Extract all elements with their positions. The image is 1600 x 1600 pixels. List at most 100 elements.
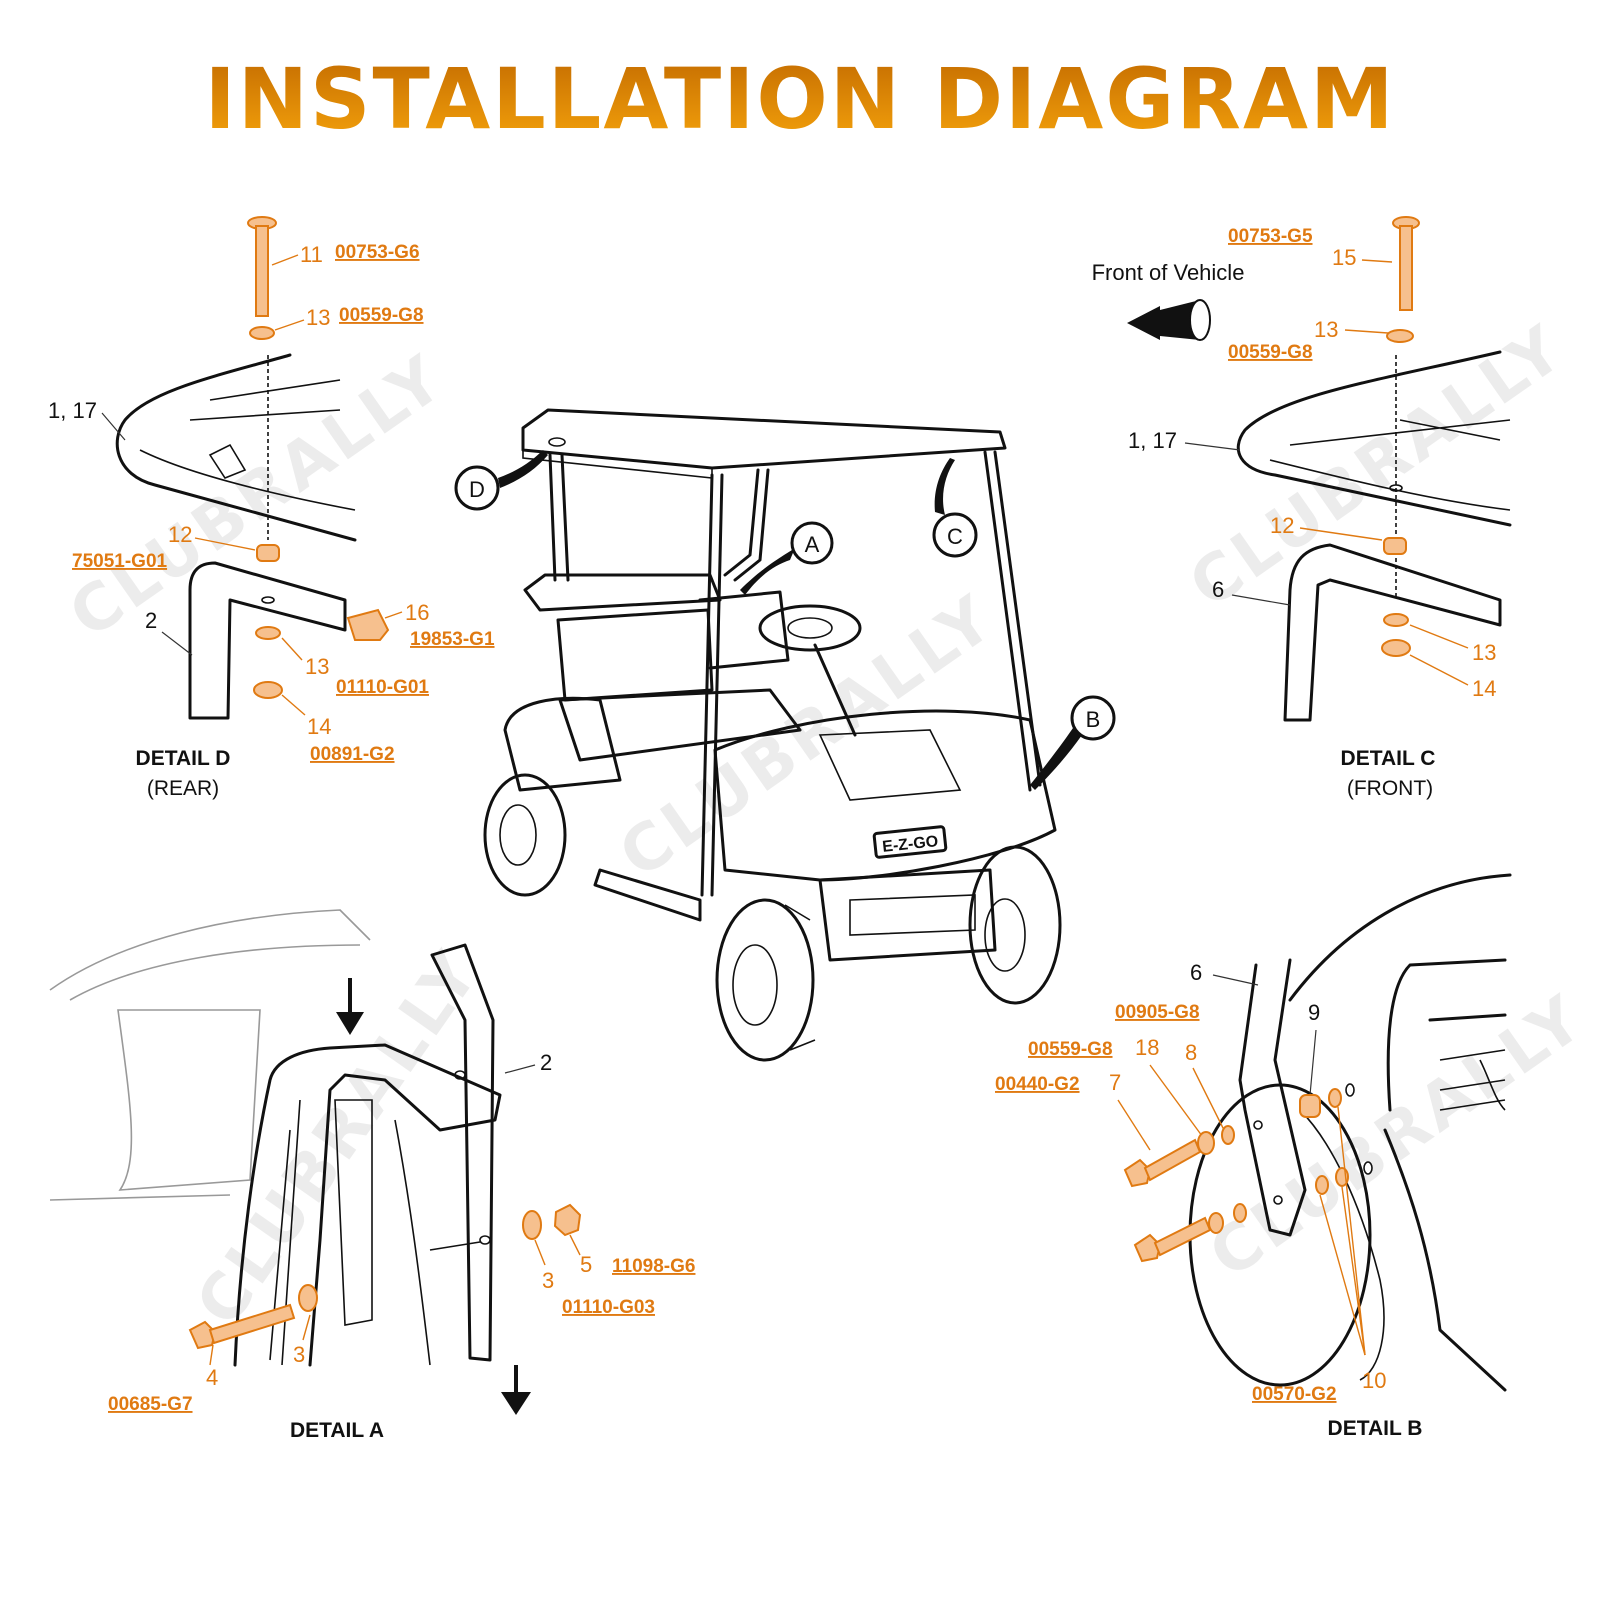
part-number: 11098-G6 [612,1256,695,1277]
detail-b: 6 00905-G8 00559-G8 18 8 00440-G2 7 9 [995,873,1512,1440]
cart-rear-right-strut [723,468,770,582]
ezgo-badge [872,825,948,859]
arrow-down-icon [336,978,364,1035]
part-number: 75051-G01 [72,551,168,572]
cart-front-left-strut [700,473,724,897]
front-arrow-icon [1127,306,1160,340]
svg-text:A: A [805,532,820,557]
svg-text:12: 12 [168,522,192,547]
svg-text:10: 10 [1362,1368,1386,1393]
spacer-label: 9 [1308,1000,1320,1025]
bolt-icon [1392,216,1420,311]
nut-icon [1381,639,1411,657]
washer-icon [1197,1131,1215,1155]
detail-c: 00753-G5 15 13 00559-G8 1, 17 12 6 13 14 [1128,216,1512,800]
watermark-b: CLUBRALLY [1197,981,1599,1293]
lock-washer-icon [1221,1125,1235,1145]
svg-text:16: 16 [405,600,429,625]
steering-wheel [758,604,862,652]
svg-text:13: 13 [1314,317,1338,342]
front-strut [1238,958,1307,1237]
part-number: 00753-G5 [1228,226,1313,247]
arrow-down-icon [501,1365,531,1415]
lock-washer-icon [1233,1203,1247,1223]
front-left-wheel [715,898,815,1062]
front-of-vehicle-indicator: Front of Vehicle [1092,260,1245,341]
svg-text:13: 13 [305,654,329,679]
detail-title: DETAIL D [136,747,231,770]
callout-a: A [740,521,834,595]
page-title: INSTALLATION DIAGRAM [204,50,1395,148]
front-right-wheel [968,845,1062,1005]
rear-strut [430,943,495,1362]
part-number: 00440-G2 [995,1074,1080,1095]
side-panel-bracket [233,1043,502,1367]
nut-icon [253,681,283,699]
spacer-icon [1299,1094,1321,1118]
svg-text:3: 3 [293,1342,305,1367]
part-number: 19853-G1 [410,629,495,650]
watermark-a: CLUBRALLY [182,937,494,1339]
callout-b: B [1030,695,1116,790]
part-number: 00559-G8 [1028,1039,1113,1060]
bolt-icon [1123,1138,1202,1188]
detail-d: 11 00753-G6 13 00559-G8 1, 17 12 75051-G… [48,216,495,800]
detail-title: DETAIL C [1341,747,1436,770]
end-cap-icon [346,608,390,641]
rear-left-wheel [483,773,567,897]
washer-icon [1208,1212,1224,1234]
nut-icon [553,1203,582,1237]
detail-title: DETAIL B [1328,1417,1423,1440]
washer-icon [1315,1175,1329,1195]
roof-label: 1, 17 [48,398,97,423]
front-of-vehicle-label: Front of Vehicle [1092,260,1245,285]
bolt-icon [1133,1216,1212,1263]
watermark-center: CLUBRALLY [607,581,1009,893]
svg-text:11: 11 [300,242,323,267]
detail-a: 2 3 5 11098-G6 01110-G03 3 4 00685-G7 DE… [49,909,695,1442]
svg-text:14: 14 [307,714,331,739]
part-number: 00905-G8 [1115,1002,1200,1023]
svg-text:18: 18 [1135,1035,1159,1060]
bolt-icon [247,216,277,317]
watermarks: CLUBRALLY CLUBRALLY CLUBRALLY CLUBRALLY … [57,311,1599,1339]
strut-label: 6 [1190,960,1202,985]
detail-title: DETAIL A [290,1419,384,1442]
spacer-icon [256,544,280,562]
svg-text:D: D [469,477,485,502]
strut-label: 2 [540,1050,552,1075]
washer-icon [1386,329,1414,343]
washer-icon [255,626,281,640]
svg-text:7: 7 [1109,1070,1121,1095]
detail-subtitle: (REAR) [147,777,219,800]
cart-rear-left-strut [548,453,570,582]
bolt-icon [188,1303,296,1350]
callout-d: D [454,450,548,511]
washer-icon [1383,613,1409,627]
strut-label: 6 [1212,577,1224,602]
part-number: 00559-G8 [1228,342,1313,363]
front-strut-bracket [1283,543,1502,722]
spacer-icon [1383,537,1407,555]
roof-label: 1, 17 [1128,428,1177,453]
part-number: 01110-G01 [336,677,429,698]
svg-text:4: 4 [206,1365,218,1390]
cart-rear-body [503,696,622,792]
washer-icon [249,326,275,340]
svg-text:13: 13 [1472,640,1496,665]
svg-text:B: B [1086,707,1101,732]
cart-roof [521,408,1007,470]
part-number: 01110-G03 [562,1297,655,1318]
rear-strut-bracket [188,561,347,720]
part-number: 00570-G2 [1252,1384,1337,1405]
svg-text:C: C [947,524,963,549]
washer-icon [298,1284,318,1312]
svg-text:8: 8 [1185,1040,1197,1065]
detail-subtitle: (FRONT) [1347,777,1433,800]
part-number: 00685-G7 [108,1394,193,1415]
strut-label: 2 [145,608,157,633]
part-number: 00891-G2 [310,744,395,765]
part-number: 00559-G8 [339,305,424,326]
svg-text:5: 5 [580,1252,592,1277]
